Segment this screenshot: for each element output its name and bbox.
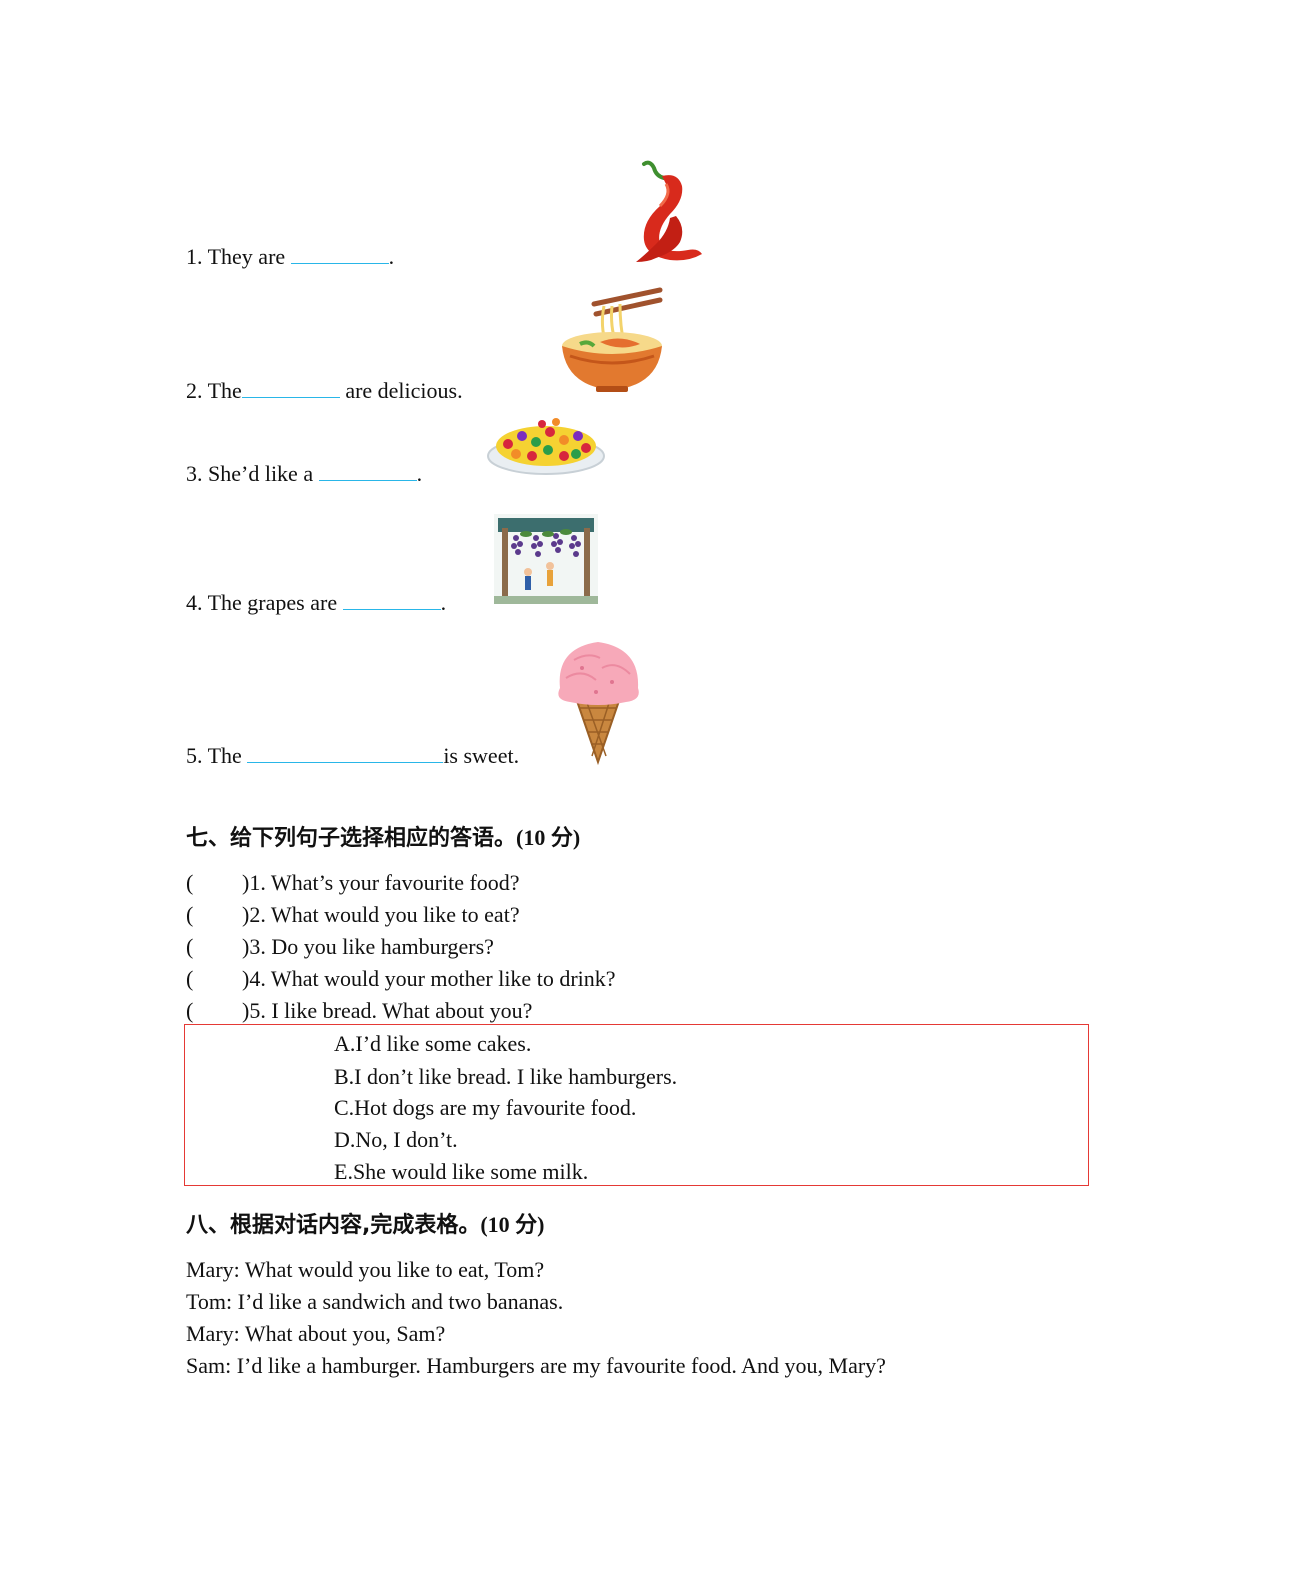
answer-option-a: A.I’d like some cakes. — [334, 1031, 532, 1056]
answer-blank[interactable] — [318, 479, 417, 481]
section-8-score: (10 分) — [480, 1212, 545, 1237]
matching-question-3: ( )3. Do you like hamburgers? — [186, 934, 494, 960]
fill-in-line-3: 3. She’d like a . — [186, 463, 422, 485]
answer-blank[interactable] — [342, 608, 441, 610]
answer-option-b: B.I don’t like bread. I like hamburgers. — [334, 1064, 678, 1089]
answer-option-e: E.She would like some milk. — [334, 1159, 589, 1184]
answer-paren[interactable]: ( — [186, 902, 194, 927]
answer-blank[interactable] — [247, 761, 444, 763]
matching-question-5: ( )5. I like bread. What about you? — [186, 998, 532, 1024]
question-text: )2. What would you like to eat? — [242, 902, 520, 927]
answer-option-c: C.Hot dogs are my favourite food. — [334, 1095, 637, 1120]
question-text: )5. I like bread. What about you? — [242, 998, 533, 1023]
section-8-title: 八、根据对话内容,完成表格。 — [186, 1213, 481, 1238]
noodle-bowl-icon — [562, 287, 663, 392]
dialogue-line-1: Mary: What would you like to eat, Tom? — [186, 1257, 545, 1282]
dialogue-line-4: Sam: I’d like a hamburger. Hamburgers ar… — [186, 1353, 886, 1378]
section-7-heading: 七、给下列句子选择相应的答语。(10 分) — [186, 820, 580, 852]
fill-in-line-2: 2. The are delicious. — [186, 380, 463, 402]
section-7-score: (10 分) — [516, 825, 581, 850]
ice-cream-cone-icon — [558, 642, 639, 766]
dialogue-line-2: Tom: I’d like a sandwich and two bananas… — [186, 1289, 564, 1314]
answer-option-d: D.No, I don’t. — [334, 1127, 458, 1152]
fill-in-text: . — [388, 244, 395, 269]
answer-paren[interactable]: ( — [186, 870, 194, 895]
chili-pepper-icon — [636, 160, 702, 262]
fill-in-text: is sweet. — [443, 743, 520, 768]
grape-vine-icon — [494, 514, 598, 604]
question-text: )3. Do you like hamburgers? — [242, 934, 494, 959]
matching-question-4: ( )4. What would your mother like to drin… — [186, 966, 616, 992]
matching-question-1: ( )1. What’s your favourite food? — [186, 870, 520, 896]
fill-in-text: . — [440, 590, 447, 615]
fill-in-line-1: 1. They are . — [186, 246, 394, 268]
fill-in-text: 1. They are — [186, 244, 291, 269]
answer-blank[interactable] — [241, 396, 340, 398]
fill-in-text: 4. The grapes are — [186, 590, 343, 615]
fill-in-line-4: 4. The grapes are . — [186, 592, 446, 614]
fill-in-text: 3. She’d like a — [186, 461, 319, 486]
question-text: )1. What’s your favourite food? — [242, 870, 520, 895]
fill-in-text: . — [416, 461, 423, 486]
answer-paren[interactable]: ( — [186, 934, 194, 959]
answer-options-box — [184, 1024, 1089, 1186]
fruit-salad-icon — [487, 418, 605, 475]
section-8-heading: 八、根据对话内容,完成表格。(10 分) — [186, 1207, 545, 1239]
fill-in-text: 2. The — [186, 378, 242, 403]
section-7-title: 七、给下列句子选择相应的答语。 — [186, 826, 517, 851]
question-text: )4. What would your mother like to drink… — [242, 966, 616, 991]
dialogue-line-3: Mary: What about you, Sam? — [186, 1321, 446, 1346]
matching-question-2: ( )2. What would you like to eat? — [186, 902, 520, 928]
fill-in-text: 5. The — [186, 743, 248, 768]
answer-paren[interactable]: ( — [186, 998, 194, 1023]
answer-blank[interactable] — [290, 262, 389, 264]
fill-in-line-5: 5. The is sweet. — [186, 745, 519, 767]
answer-paren[interactable]: ( — [186, 966, 194, 991]
fill-in-text: are delicious. — [339, 378, 463, 403]
